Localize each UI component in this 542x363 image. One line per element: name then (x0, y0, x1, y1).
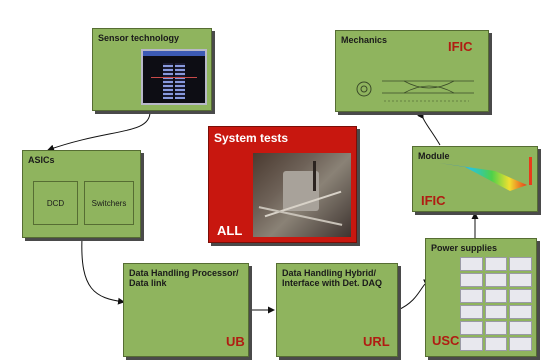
dhp-tag: UB (226, 334, 245, 349)
switchers-box: Switchers (84, 181, 134, 225)
module-box: Module IFIC (412, 146, 538, 212)
module-tag: IFIC (421, 193, 446, 208)
power-supplies-grid (460, 257, 532, 351)
power-supplies-tag: USC (432, 333, 460, 348)
system-tests-tag: ALL (217, 223, 243, 238)
mechanics-drawing (356, 80, 474, 102)
system-tests-title: System tests (214, 131, 289, 145)
mechanics-tag: IFIC (448, 39, 473, 54)
dhp-title: Data Handling Processor/ Data link (129, 268, 239, 288)
power-supplies-title: Power supplies (431, 243, 498, 253)
sensor-window-image (141, 49, 207, 105)
power-supplies-box: Power supplies USC (425, 238, 537, 357)
data-handling-processor-box: Data Handling Processor/ Data link UB (123, 263, 249, 357)
system-tests-box: System tests ALL (208, 126, 357, 243)
system-tests-photo (253, 153, 351, 237)
sensor-technology-title: Sensor technology (98, 33, 180, 43)
arrow-module-to-mechanics (417, 111, 441, 146)
module-title: Module (418, 151, 450, 161)
arrow-sensor-to-asics (47, 111, 151, 152)
asics-title: ASICs (28, 155, 55, 165)
mechanics-box: Mechanics IFIC (335, 30, 489, 112)
data-handling-hybrid-box: Data Handling Hybrid/ Interface with Det… (276, 263, 398, 357)
dcd-box: DCD (33, 181, 78, 225)
dhh-title: Data Handling Hybrid/ Interface with Det… (282, 268, 383, 288)
arrow-asics-to-dhp (81, 237, 125, 305)
dhh-tag: URL (363, 334, 390, 349)
mechanics-title: Mechanics (341, 35, 388, 45)
asics-box: ASICs DCD Switchers (22, 150, 141, 238)
module-fem-image (439, 157, 532, 191)
sensor-technology-box: Sensor technology (92, 28, 212, 111)
